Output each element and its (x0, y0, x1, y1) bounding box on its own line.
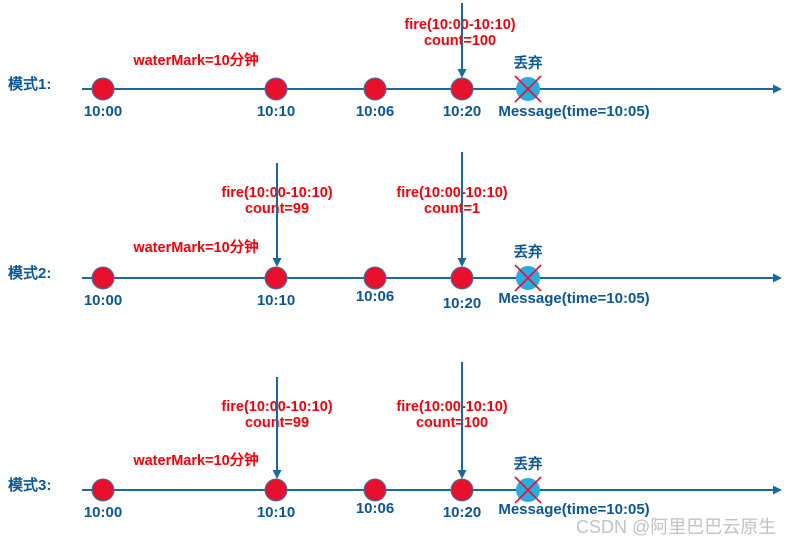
watermark-note: waterMark=10分钟 (132, 451, 258, 469)
discard-label: 丢弃 (514, 455, 543, 473)
event-time-label: 10:10 (257, 292, 295, 309)
discard-cross-icon (514, 476, 542, 504)
event-time-label: 10:10 (257, 504, 295, 521)
event-dot (91, 266, 115, 290)
event-time-label: 10:06 (356, 500, 394, 517)
site-watermark: CSDN @阿里巴巴云原生 (576, 517, 776, 537)
timeline-mode-label: 模式1: (8, 75, 51, 93)
discard-message-label: Message(time=10:05) (498, 103, 649, 120)
fire-annotation-window: fire(10:00-10:10) (404, 17, 515, 33)
event-time-label: 10:00 (84, 292, 122, 309)
fire-annotation-count: count=100 (424, 33, 496, 49)
event-time-label: 10:00 (84, 103, 122, 120)
event-time-label: 10:00 (84, 504, 122, 521)
event-dot (264, 478, 288, 502)
discard-message-label: Message(time=10:05) (498, 290, 649, 307)
event-dot (264, 266, 288, 290)
fire-arrowhead (457, 69, 467, 78)
timeline-arrowhead (773, 84, 782, 94)
timeline-mode-label: 模式2: (8, 264, 51, 282)
fire-arrowhead (457, 470, 467, 479)
discard-cross-icon (514, 264, 542, 292)
event-dot (450, 266, 474, 290)
timeline-arrowhead (773, 273, 782, 283)
event-dot (91, 478, 115, 502)
watermark-note: waterMark=10分钟 (132, 51, 258, 69)
event-time-label: 10:06 (356, 288, 394, 305)
event-dot (450, 77, 474, 101)
fire-arrowhead (272, 470, 282, 479)
event-dot (264, 77, 288, 101)
fire-annotation-count: count=100 (416, 415, 488, 431)
event-time-label: 10:06 (356, 103, 394, 120)
timeline-mode-label: 模式3: (8, 476, 51, 494)
discard-cross-icon (514, 75, 542, 103)
event-dot (91, 77, 115, 101)
event-dot (363, 77, 387, 101)
event-time-label: 10:20 (443, 504, 481, 521)
discard-message-label: Message(time=10:05) (498, 501, 649, 518)
fire-annotation-count: count=1 (424, 201, 480, 217)
watermark-note: waterMark=10分钟 (132, 238, 258, 256)
event-time-label: 10:20 (443, 103, 481, 120)
timeline-arrowhead (773, 485, 782, 495)
event-dot (363, 266, 387, 290)
fire-annotation-window: fire(10:00-10:10) (396, 185, 507, 201)
event-time-label: 10:20 (443, 295, 481, 312)
fire-annotation-window: fire(10:00-10:10) (396, 399, 507, 415)
discard-label: 丢弃 (514, 243, 543, 261)
event-dot (450, 478, 474, 502)
fire-arrowhead (457, 258, 467, 267)
event-time-label: 10:10 (257, 103, 295, 120)
fire-arrowhead (272, 258, 282, 267)
event-dot (363, 478, 387, 502)
discard-label: 丢弃 (514, 54, 543, 72)
